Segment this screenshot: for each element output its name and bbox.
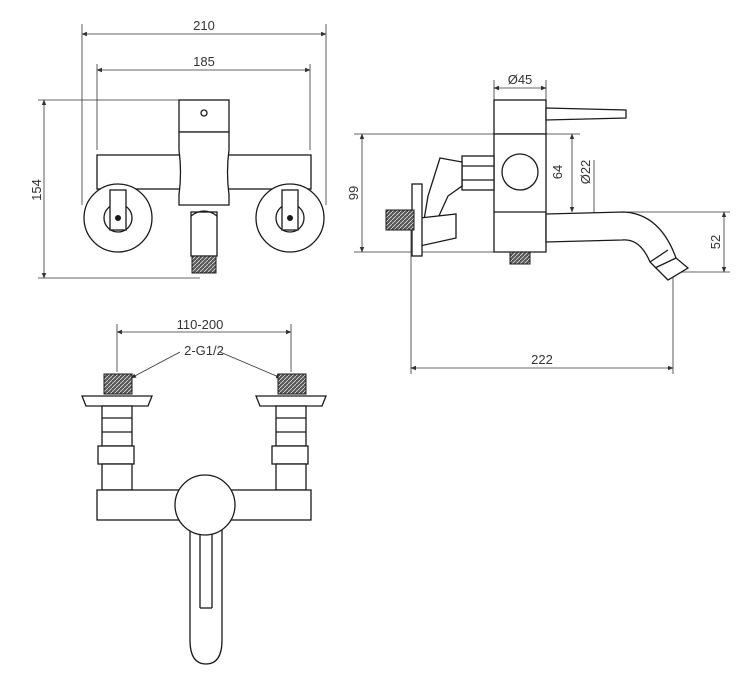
- side-view: Ø45 99 64 Ø22 52: [346, 72, 730, 374]
- dimension-overall-width: 210: [81, 18, 327, 205]
- side-spout: [545, 211, 690, 281]
- dimension-handle-diameter: Ø45: [493, 72, 547, 100]
- dimension-center-height: 64: [546, 133, 580, 213]
- s-union: [423, 157, 463, 221]
- side-body: [493, 133, 547, 253]
- dim-label-thread: 2-G1/2: [184, 343, 224, 358]
- left-escutcheon: [83, 183, 153, 253]
- dim-label-52: 52: [708, 235, 723, 249]
- dim-label-222: 222: [531, 352, 553, 367]
- lever-handle: [545, 107, 627, 121]
- right-inlet: [255, 373, 327, 491]
- dim-label-99: 99: [346, 186, 361, 200]
- dim-label-d22: Ø22: [578, 160, 593, 185]
- central-body: [178, 131, 230, 206]
- dim-label-110-200: 110-200: [177, 317, 224, 332]
- aerator: [191, 255, 217, 274]
- dimension-centers: 110-200: [116, 317, 292, 372]
- bottom-outlet-thread: [509, 251, 531, 265]
- right-escutcheon: [255, 183, 325, 253]
- dim-label-154: 154: [29, 179, 44, 201]
- inlet-thread: [385, 209, 415, 231]
- dimension-overall-height: 154: [29, 99, 200, 279]
- handle-cap: [493, 99, 547, 135]
- dimension-body-width: 185: [96, 54, 311, 150]
- dim-label-210: 210: [193, 18, 215, 33]
- dimension-spout-drop: 52: [620, 211, 730, 273]
- top-handle: [174, 474, 236, 536]
- left-inlet: [81, 373, 153, 491]
- dimension-projection: 222: [410, 230, 674, 374]
- dim-label-64: 64: [550, 165, 565, 179]
- wall-flange: [419, 213, 457, 247]
- top-spout: [189, 519, 223, 665]
- thread-leader: 2-G1/2: [130, 343, 282, 379]
- front-view: 210 185 154: [29, 18, 327, 279]
- dim-label-d45: Ø45: [508, 72, 533, 87]
- spout-outlet: [190, 211, 218, 257]
- top-view: 110-200 2-G1/2: [81, 317, 327, 665]
- dim-label-185: 185: [193, 54, 215, 69]
- connector-nut: [461, 155, 495, 191]
- dimension-height: 99: [346, 133, 494, 253]
- diverter-knob: [501, 153, 539, 191]
